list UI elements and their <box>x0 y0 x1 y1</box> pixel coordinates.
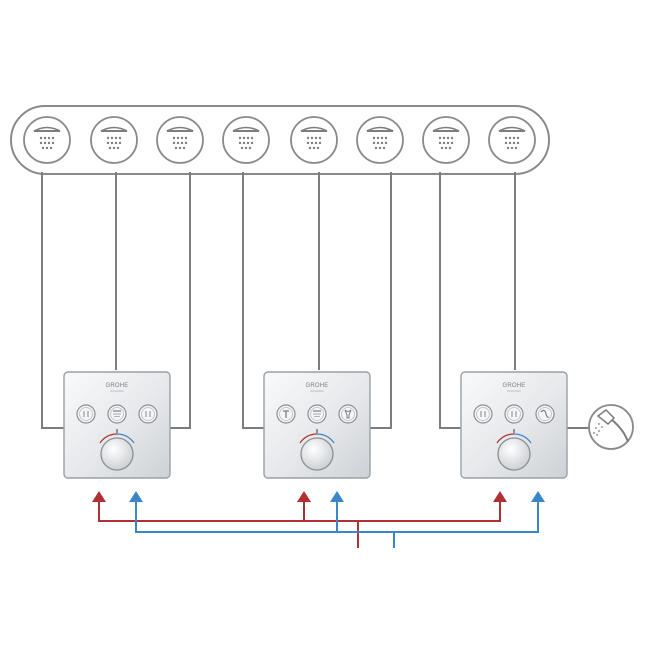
body-jets-icon <box>511 411 517 417</box>
outlet-button[interactable] <box>76 404 96 424</box>
hot-scale <box>299 433 318 444</box>
body-jets-icon <box>83 411 89 417</box>
hot-scale <box>99 433 118 444</box>
thermostat-control-panel[interactable]: GROHE <box>460 371 568 479</box>
cold-arrow <box>531 491 545 502</box>
hot-water-supply <box>98 501 501 548</box>
temperature-knob[interactable] <box>300 437 334 471</box>
pipe <box>168 172 191 429</box>
cold-arrow <box>330 491 344 502</box>
pipe <box>370 172 392 429</box>
rain-shower-icon <box>313 410 321 418</box>
shower-head-icon <box>23 116 71 164</box>
shower-head-icon <box>90 116 138 164</box>
thermostat-control-panel[interactable]: GROHE <box>263 371 371 479</box>
outlet-button[interactable] <box>535 404 555 424</box>
control-panels: GROHE GROHE GROHE <box>63 371 568 479</box>
shower-head-icon <box>156 116 204 164</box>
cold-scale <box>116 433 135 444</box>
shower-head-rail <box>10 105 550 175</box>
brand-logo: GROHE <box>105 383 128 389</box>
hand-shower-icon <box>588 404 634 450</box>
hand-shower-icon <box>344 409 352 419</box>
cold-scale <box>513 433 532 444</box>
tub-spout-icon <box>283 410 289 418</box>
shower-head-icon <box>222 116 270 164</box>
rain-shower-icon <box>113 410 121 418</box>
pipe <box>41 172 64 429</box>
pipe <box>242 172 264 429</box>
cold-scale <box>316 433 335 444</box>
hot-arrow <box>92 491 106 502</box>
pipe <box>439 172 461 429</box>
shower-head-icon <box>356 116 404 164</box>
shower-head-icon <box>488 116 536 164</box>
hot-arrow <box>297 491 311 502</box>
shower-head-row <box>23 116 536 164</box>
outlet-button[interactable] <box>276 404 296 424</box>
temperature-knob[interactable] <box>100 437 134 471</box>
hot-scale <box>496 433 515 444</box>
outlet-button[interactable] <box>138 404 158 424</box>
hand-shower-hose-icon <box>540 409 550 418</box>
outlet-button[interactable] <box>107 404 127 424</box>
body-jets-icon <box>145 411 151 417</box>
hot-pipe <box>98 501 501 522</box>
shower-head-icon <box>422 116 470 164</box>
temperature-knob[interactable] <box>497 437 531 471</box>
thermostat-control-panel[interactable]: GROHE <box>63 371 171 479</box>
brand-logo: GROHE <box>305 383 328 389</box>
body-jets-icon <box>480 411 486 417</box>
brand-logo: GROHE <box>502 383 525 389</box>
outlet-button[interactable] <box>504 404 524 424</box>
outlet-button[interactable] <box>473 404 493 424</box>
connection-pipes <box>41 172 589 429</box>
outlet-button[interactable] <box>338 404 358 424</box>
shower-head-icon <box>290 116 338 164</box>
cold-arrow <box>129 491 143 502</box>
hot-arrow <box>493 491 507 502</box>
outlet-button[interactable] <box>307 404 327 424</box>
cold-water-supply <box>135 501 539 548</box>
